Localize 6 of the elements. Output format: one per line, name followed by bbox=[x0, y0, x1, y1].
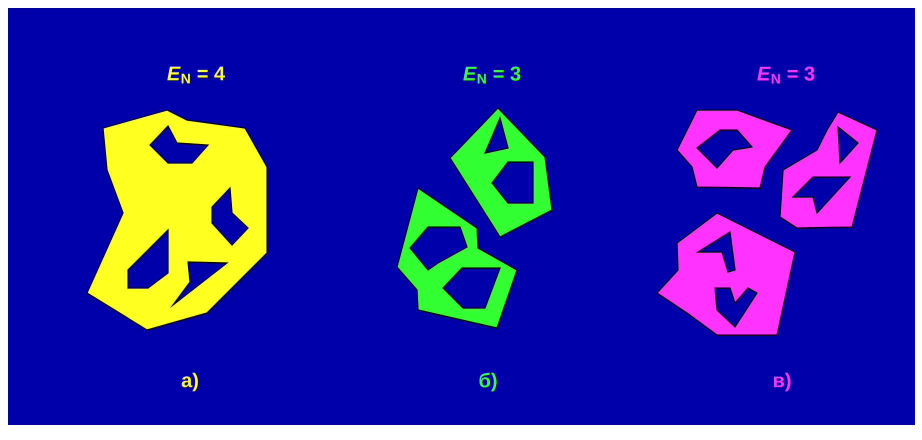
formula-label: E$_{N}$ = 3 bbox=[463, 66, 520, 84]
formula-label: E$_{N}$ = 3 bbox=[757, 66, 814, 84]
panel-label: а) bbox=[182, 372, 198, 392]
panel-label: в) bbox=[774, 372, 790, 392]
panel-label: б) bbox=[479, 372, 496, 392]
formula-label: E$_{N}$ = 4 bbox=[167, 66, 225, 84]
